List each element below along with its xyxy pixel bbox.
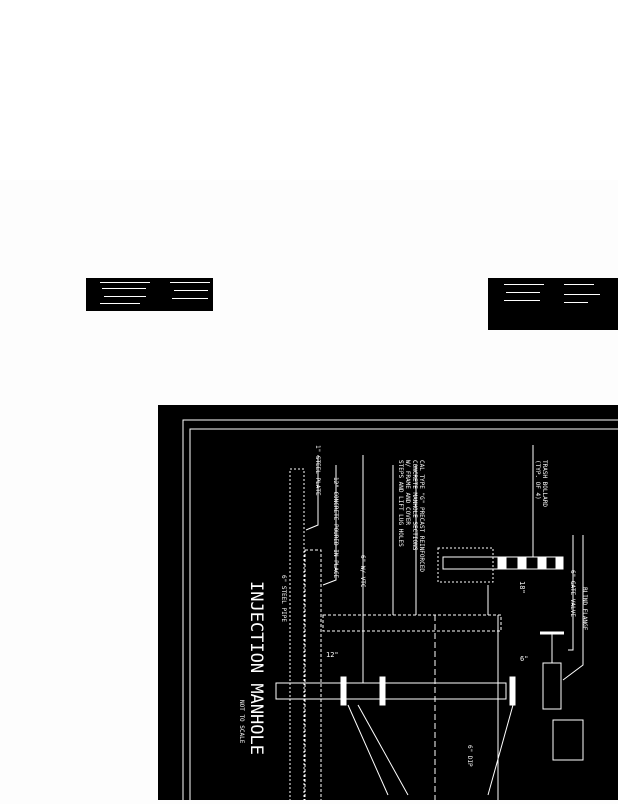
label-trash-bollard-typ: (TYP. OF 4) [534,460,541,500]
injection-manhole-drawing: INJECTION MANHOLE NOT TO SCALE 1" STEEL … [158,405,618,804]
manhole-slab [322,614,502,632]
concrete-wall [304,549,322,804]
label-dim-12: 12" [326,651,339,659]
label-manhole-note-1: CAL TYPE "G" PRECAST REINFORCED [418,460,425,572]
blind-flange [552,719,584,761]
label-dim-18: 18" [518,581,526,594]
label-steel-pipe: 6" STEEL PIPE [280,575,287,622]
label-manhole-note-4: STEPS AND LIFT LUG HOLES [397,460,404,547]
inner-border [189,428,618,804]
label-trash-bollard: TRASH BOLLARD [541,460,548,507]
label-blind-flange: BLIND FLANGE [581,587,588,631]
scan-block-right [488,278,618,330]
drawing-title: INJECTION MANHOLE [246,581,266,755]
label-vtc: 6" W/ VTC [359,555,366,588]
label-steel-plate: 1" STEEL PLATE [314,445,321,496]
label-dip: 6" DIP [466,745,473,767]
steel-pipe [275,682,507,700]
scan-block-left-1 [86,278,168,311]
label-gate-valve: 6" GATE VALVE [569,570,576,617]
label-manhole-note-2: CONCRETE MANHOLE SECTIONS [411,460,418,551]
drawing-subtitle: NOT TO SCALE [238,700,245,744]
label-manhole-note-3: W/ FRAME AND COVER [404,460,411,525]
label-concrete: 12" CONCRETE POURED IN PLACE [332,477,339,579]
outer-border [182,419,618,804]
steel-plate [289,468,305,804]
scan-block-left-2 [168,278,213,311]
label-dim-6: 6" [520,655,528,663]
page-top [0,0,618,180]
